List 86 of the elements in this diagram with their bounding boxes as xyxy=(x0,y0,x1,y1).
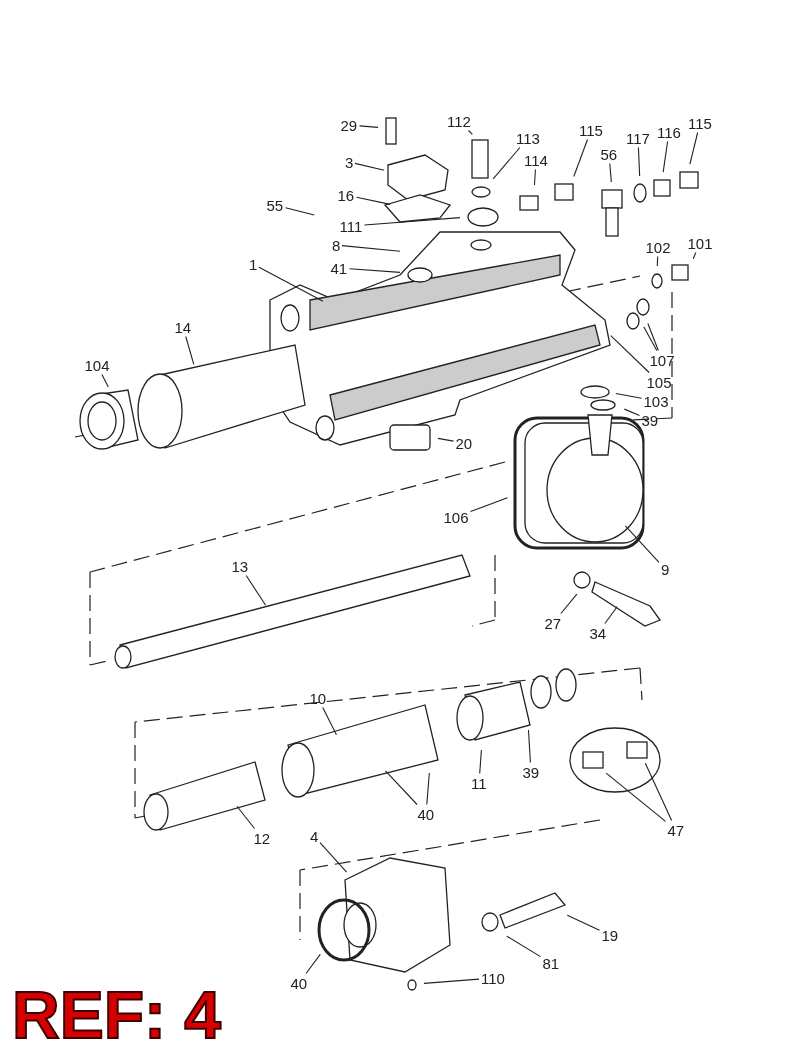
callout-number: 116 xyxy=(657,123,681,141)
leader-line xyxy=(656,255,659,267)
leader-line xyxy=(363,217,461,226)
callout-number: 12 xyxy=(253,829,271,847)
callout-number: 40 xyxy=(290,974,308,992)
callout-number: 115 xyxy=(579,121,603,139)
leader-line xyxy=(479,749,482,775)
callout-number: 40 xyxy=(417,805,435,823)
leader-line xyxy=(604,605,618,625)
callout-number: 14 xyxy=(174,318,192,336)
callout-number: 29 xyxy=(340,116,358,134)
leader-line xyxy=(258,266,324,302)
callout-number: 39 xyxy=(641,411,659,429)
callout-number: 104 xyxy=(84,356,110,374)
leader-line xyxy=(348,268,401,273)
callout-number: 106 xyxy=(443,508,469,526)
leader-line xyxy=(101,373,109,388)
leader-line xyxy=(605,772,667,822)
callout-number: 105 xyxy=(646,373,672,391)
leader-line xyxy=(637,146,641,177)
callout-number: 10 xyxy=(309,689,327,707)
leader-line xyxy=(566,914,601,931)
leader-line xyxy=(236,805,256,830)
leader-line xyxy=(527,729,531,764)
leader-line xyxy=(560,593,578,615)
leader-line xyxy=(245,574,267,606)
leader-line xyxy=(358,125,379,128)
callout-number: 13 xyxy=(231,557,249,575)
leader-line xyxy=(623,408,641,417)
leader-line xyxy=(354,162,385,171)
leader-line xyxy=(322,706,337,736)
callout-number: 111 xyxy=(339,217,363,235)
leader-line xyxy=(615,392,643,399)
leader-line xyxy=(647,322,659,352)
leader-line xyxy=(644,762,673,822)
leader-line xyxy=(284,207,315,216)
callout-number: 39 xyxy=(522,763,540,781)
leader-line xyxy=(662,140,669,173)
callout-number: 114 xyxy=(524,151,548,169)
leader-line xyxy=(689,131,699,165)
callout-number: 1 xyxy=(249,255,258,273)
leader-line xyxy=(692,251,697,260)
callout-number: 112 xyxy=(447,112,471,130)
callout-number: 47 xyxy=(667,821,685,839)
leader-line xyxy=(609,162,612,183)
callout-number: 101 xyxy=(687,234,713,252)
callout-number: 16 xyxy=(337,186,355,204)
callout-number: 56 xyxy=(600,145,618,163)
leader-line xyxy=(305,953,321,975)
callout-number: 117 xyxy=(626,129,650,147)
leader-line xyxy=(426,772,430,806)
leader-line xyxy=(467,129,473,135)
callout-number: 27 xyxy=(544,614,562,632)
leader-line xyxy=(469,497,509,513)
leader-line xyxy=(624,525,660,563)
leader-line xyxy=(506,935,542,958)
leader-line xyxy=(437,437,455,442)
callout-number: 19 xyxy=(601,926,619,944)
callout-number: 41 xyxy=(330,259,348,277)
callout-number: 20 xyxy=(455,434,473,452)
callout-number: 34 xyxy=(589,624,607,642)
leader-line xyxy=(341,245,401,252)
leader-line xyxy=(643,326,658,352)
callout-number: 11 xyxy=(471,774,487,792)
callout-number: 102 xyxy=(645,238,671,256)
callout-number: 103 xyxy=(643,392,669,410)
callout-number: 107 xyxy=(649,351,675,369)
callout-number: 3 xyxy=(345,153,354,171)
leader-line xyxy=(423,978,480,984)
callout-number: 8 xyxy=(332,236,341,254)
callout-number: 9 xyxy=(661,560,670,578)
callout-number: 55 xyxy=(266,196,284,214)
callout-number: 110 xyxy=(481,969,505,987)
callout-number: 113 xyxy=(516,129,540,147)
leader-line xyxy=(492,146,521,180)
leader-line xyxy=(185,335,195,365)
callout-number: 115 xyxy=(688,114,712,132)
leader-line xyxy=(573,138,589,178)
leader-line xyxy=(610,335,650,374)
leader-line xyxy=(533,168,536,186)
leader-line xyxy=(384,770,418,806)
callout-number: 81 xyxy=(542,954,560,972)
callout-number: 4 xyxy=(310,827,319,845)
leader-line xyxy=(319,842,348,873)
leader-line xyxy=(355,196,391,205)
reference-label: REF: 4 xyxy=(12,980,222,1050)
